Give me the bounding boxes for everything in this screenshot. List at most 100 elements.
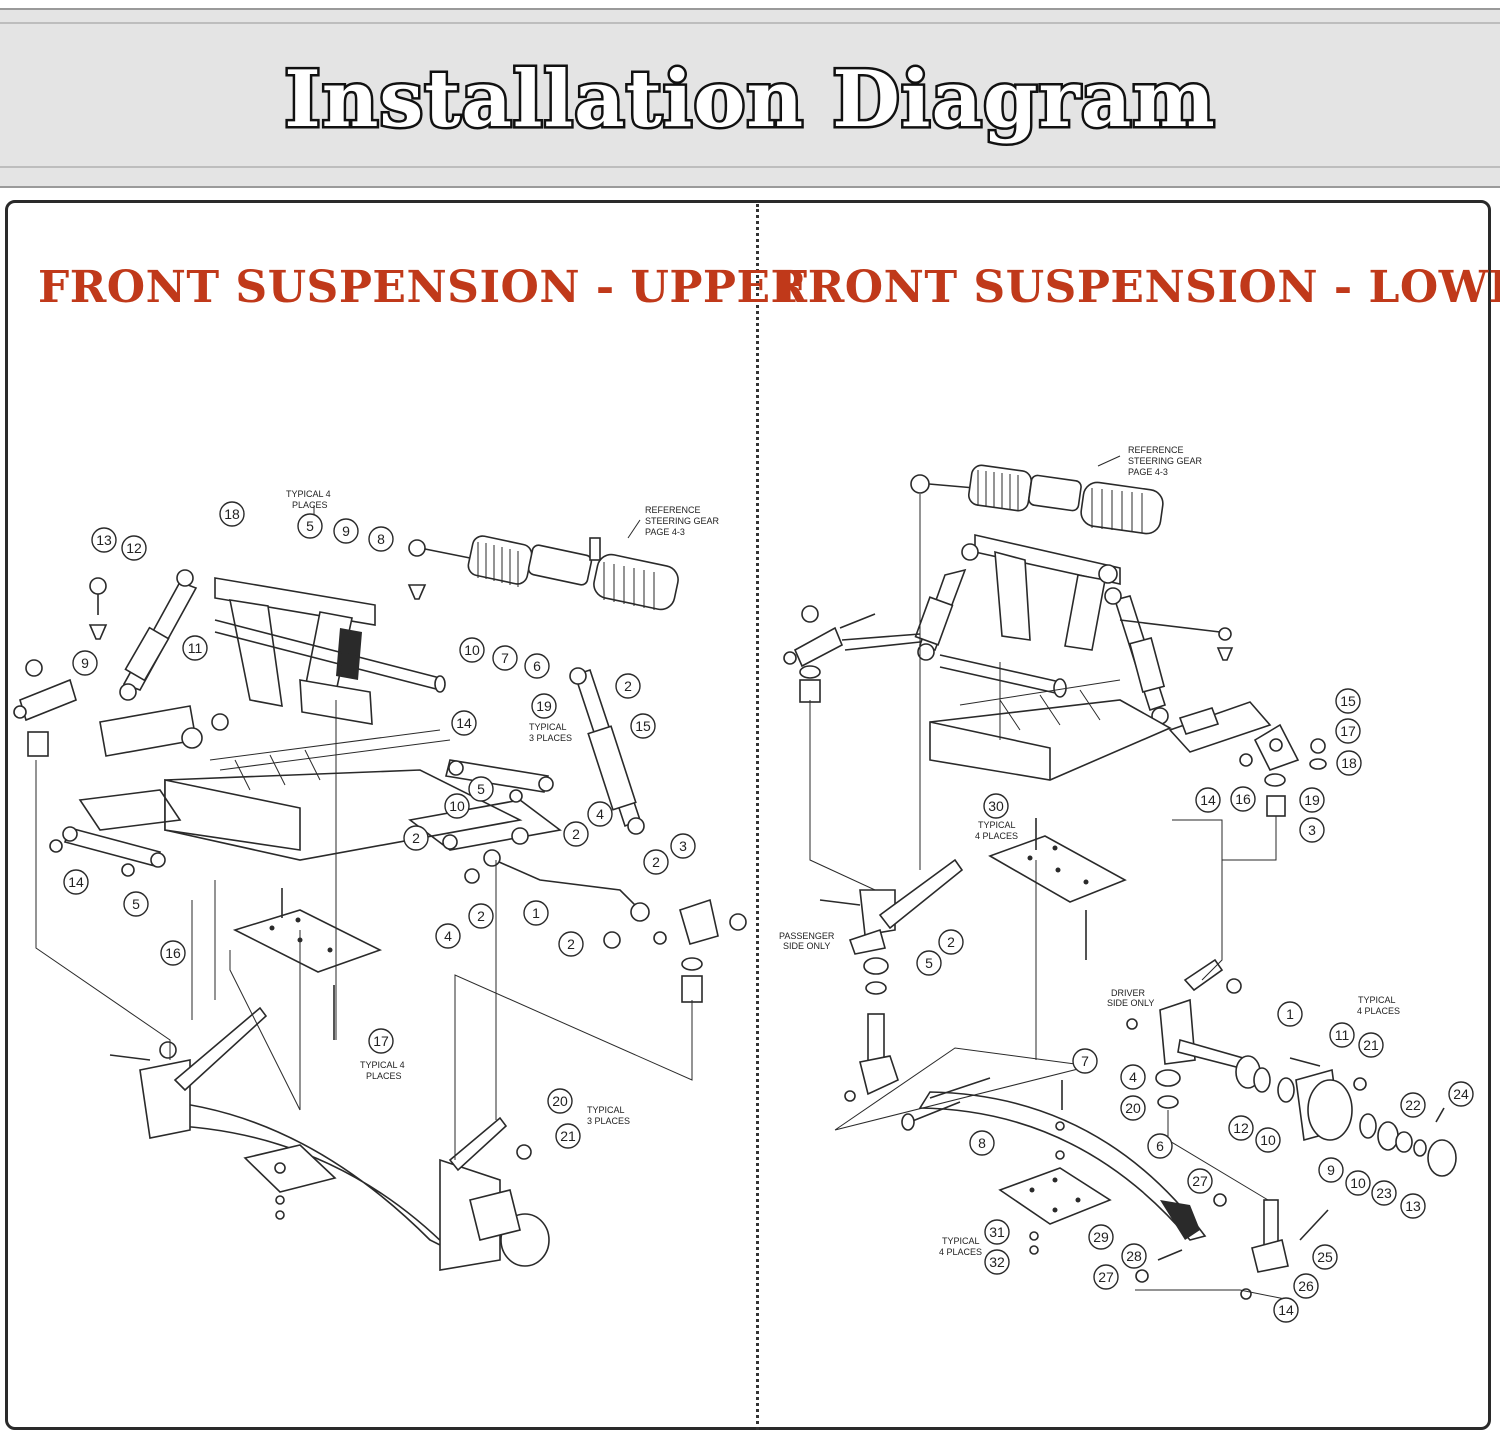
banner-rule [0, 22, 1500, 24]
floor-pan-upper [78, 729, 562, 861]
svg-text:18: 18 [224, 506, 240, 522]
callout: 21 [555, 1123, 581, 1149]
callout: 5 [297, 513, 323, 539]
svg-text:11: 11 [1335, 1027, 1350, 1043]
svg-text:PAGE 4-3: PAGE 4-3 [645, 527, 685, 537]
svg-text:25: 25 [1317, 1249, 1333, 1265]
svg-text:3 PLACES: 3 PLACES [587, 1116, 630, 1126]
callout: 5 [468, 776, 494, 802]
mount-plate-lower [988, 818, 1127, 960]
svg-text:18: 18 [1341, 755, 1357, 771]
upper-assembly: TYPICAL 4 PLACES REFERENCE STEERING GEAR… [13, 489, 747, 1271]
svg-text:TYPICAL: TYPICAL [529, 722, 567, 732]
svg-text:17: 17 [373, 1033, 389, 1049]
svg-text:REFERENCE: REFERENCE [645, 505, 701, 515]
callout: 11 [1329, 1022, 1355, 1048]
svg-text:2: 2 [624, 678, 632, 694]
svg-text:2: 2 [477, 908, 485, 924]
callout: 26 [1293, 1273, 1319, 1299]
svg-text:2: 2 [567, 936, 575, 952]
callout: 4 [435, 923, 461, 949]
callout: 10 [459, 637, 485, 663]
callout: 17 [368, 1028, 394, 1054]
callout: 16 [160, 940, 186, 966]
callout: 10 [444, 793, 470, 819]
callout: 25 [1312, 1244, 1338, 1270]
svg-text:21: 21 [560, 1128, 576, 1144]
svg-text:3 PLACES: 3 PLACES [529, 733, 572, 743]
callout: 5 [916, 950, 942, 976]
svg-text:5: 5 [477, 781, 485, 797]
floor-pan-lower [929, 679, 1327, 817]
callout: 31 [984, 1219, 1010, 1245]
callout: 8 [969, 1130, 995, 1156]
svg-text:26: 26 [1298, 1278, 1314, 1294]
callout: 6 [524, 653, 550, 679]
callout: 32 [984, 1249, 1010, 1275]
svg-text:16: 16 [165, 945, 181, 961]
tie-rod-left-upper [13, 577, 229, 757]
svg-text:TYPICAL: TYPICAL [942, 1236, 980, 1246]
svg-text:5: 5 [925, 955, 933, 971]
svg-text:7: 7 [501, 650, 509, 666]
mount-plate-upper [232, 888, 383, 1040]
svg-text:16: 16 [1235, 791, 1251, 807]
svg-text:4 PLACES: 4 PLACES [939, 1247, 982, 1257]
svg-text:19: 19 [1304, 792, 1320, 808]
svg-text:10: 10 [449, 798, 465, 814]
callout: 13 [1400, 1193, 1426, 1219]
callout: 17 [1335, 718, 1361, 744]
svg-text:2: 2 [947, 934, 955, 950]
callout: 4 [587, 801, 613, 827]
svg-text:17: 17 [1340, 723, 1356, 739]
svg-text:REFERENCE: REFERENCE [1128, 445, 1184, 455]
callout: 2 [563, 821, 589, 847]
callout: 1 [523, 900, 549, 926]
callout: 19 [1299, 787, 1325, 813]
svg-text:12: 12 [1233, 1120, 1249, 1136]
leader-lines-lower [809, 494, 1291, 1301]
svg-text:20: 20 [1125, 1100, 1141, 1116]
hub-lower [1235, 1055, 1457, 1177]
callout: 29 [1088, 1224, 1114, 1250]
svg-text:PLACES: PLACES [292, 500, 328, 510]
upper-crossmember [214, 577, 446, 725]
callout: 28 [1121, 1243, 1147, 1269]
callout: 14 [1195, 787, 1221, 813]
svg-text:14: 14 [1200, 792, 1216, 808]
callout: 16 [1230, 786, 1256, 812]
svg-text:6: 6 [533, 658, 541, 674]
svg-text:7: 7 [1081, 1053, 1089, 1069]
title-graphic: Installation Diagram [282, 52, 1218, 148]
callout: 18 [1336, 750, 1362, 776]
svg-text:29: 29 [1093, 1229, 1109, 1245]
svg-text:31: 31 [989, 1224, 1005, 1240]
callout: 2 [468, 903, 494, 929]
callout: 8 [368, 526, 394, 552]
notes-lower: REFERENCE STEERING GEAR PAGE 4-3 TYPICAL… [779, 445, 1400, 1257]
heading-front-suspension-upper: FRONT SUSPENSION - UPPER [38, 262, 808, 313]
svg-text:2: 2 [412, 830, 420, 846]
svg-text:27: 27 [1098, 1269, 1114, 1285]
callout: 7 [1072, 1048, 1098, 1074]
axle-beam-upper [109, 1006, 550, 1271]
banner-rule [0, 166, 1500, 168]
svg-text:4 PLACES: 4 PLACES [1357, 1006, 1400, 1016]
title-banner [0, 8, 1500, 188]
svg-text:4 PLACES: 4 PLACES [975, 831, 1018, 841]
svg-text:6: 6 [1156, 1138, 1164, 1154]
callout: 27 [1093, 1264, 1119, 1290]
svg-text:9: 9 [1327, 1162, 1335, 1178]
callout: 1 [1277, 1001, 1303, 1027]
svg-text:10: 10 [1260, 1132, 1276, 1148]
callout: 9 [1318, 1157, 1344, 1183]
callout: 6 [1147, 1133, 1173, 1159]
svg-text:9: 9 [342, 523, 350, 539]
callout: 12 [1228, 1115, 1254, 1141]
callout: 15 [630, 713, 656, 739]
callout: 2 [615, 673, 641, 699]
callout: 10 [1345, 1170, 1371, 1196]
callout: 2 [403, 825, 429, 851]
svg-text:13: 13 [96, 532, 112, 548]
svg-text:8: 8 [978, 1135, 986, 1151]
